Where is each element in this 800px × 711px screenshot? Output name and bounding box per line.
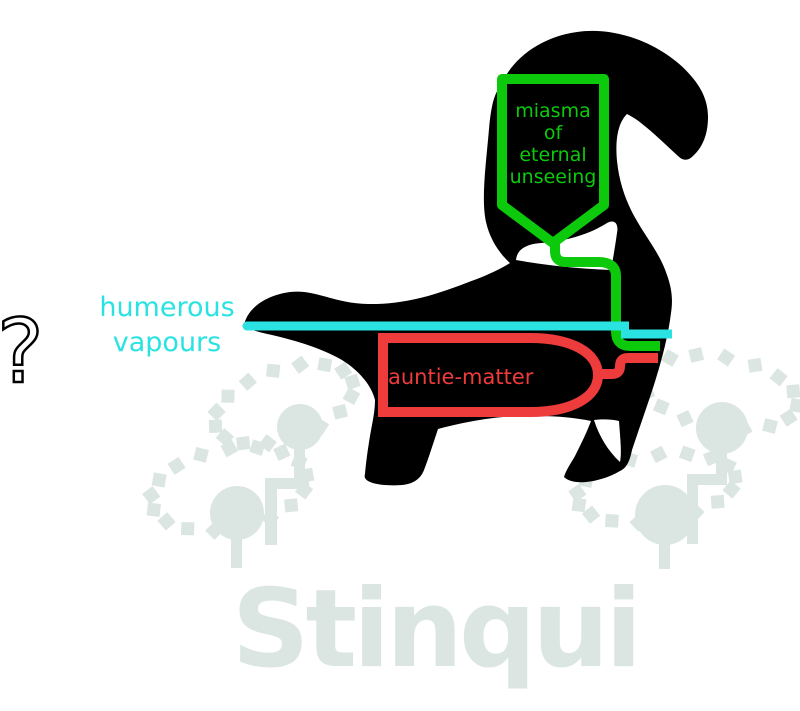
watermark-petal — [719, 457, 737, 475]
watermark-petal — [180, 521, 195, 536]
watermark-petal — [688, 347, 705, 363]
tail-annotation: miasma of eternal unseeing — [497, 74, 660, 351]
watermark-petal — [661, 349, 679, 367]
watermark-petal — [334, 361, 353, 380]
watermark-bloom — [210, 486, 264, 540]
watermark-petal — [342, 387, 361, 406]
watermark-petal — [260, 508, 280, 528]
shield-outline — [497, 74, 609, 248]
belly-annotation: auntie-matter — [378, 333, 658, 417]
watermark-petal — [789, 398, 800, 414]
watermark-petal — [710, 494, 725, 509]
watermark-flower — [142, 439, 315, 568]
watermark-petal — [702, 449, 720, 467]
watermark-petal — [676, 410, 694, 428]
watermark-petal — [779, 408, 798, 427]
tail-label-line-2: of — [544, 122, 564, 144]
watermark-petal — [604, 513, 619, 528]
watermark-petal — [266, 363, 281, 378]
watermark-petal — [652, 398, 670, 416]
spray-label-line-1: humerous — [99, 292, 234, 323]
watermark-petal — [571, 497, 587, 513]
watermark-stem — [265, 478, 309, 489]
watermark-petal — [722, 480, 741, 499]
watermark-petal — [151, 472, 167, 488]
watermark-petal — [762, 418, 778, 434]
spray-label-line-2: vapours — [113, 327, 221, 358]
tail-label-line-1: miasma — [515, 100, 590, 122]
tail-label-line-4: unseeing — [510, 166, 597, 188]
tail-label-line-3: eternal — [519, 144, 586, 166]
watermark-petal — [157, 512, 176, 531]
watermark-petal — [717, 348, 736, 367]
watermark-petal — [678, 445, 696, 463]
watermark-petal — [769, 368, 788, 387]
watermark-petal — [207, 402, 226, 422]
watermark-petal — [167, 456, 186, 475]
watermark-petal — [299, 467, 315, 483]
watermark-bloom — [277, 404, 323, 450]
watermark-stem — [687, 474, 727, 485]
spray-annotation: humerous vapours — [99, 292, 672, 358]
brand-wordmark: Stinqui — [232, 567, 639, 692]
tail-connector-line — [550, 244, 660, 351]
watermark-petal — [291, 355, 310, 374]
question-mark: ? — [0, 300, 44, 403]
watermark-petal — [332, 403, 348, 420]
watermark-bloom — [635, 485, 695, 545]
watermark-stem — [659, 541, 670, 569]
watermark-petal — [236, 436, 251, 451]
watermark-petal — [193, 446, 209, 463]
watermark-petal — [221, 389, 235, 403]
watermark-petal — [238, 372, 257, 391]
watermark-bloom — [696, 402, 748, 454]
watermark-petal — [142, 486, 161, 505]
belly-label: auntie-matter — [388, 365, 534, 389]
watermark-petal — [317, 357, 333, 373]
watermark-petal — [747, 357, 763, 373]
watermark-petal — [581, 505, 601, 524]
watermark-flower — [207, 355, 361, 545]
watermark-petal — [649, 445, 668, 464]
watermark-petal — [220, 439, 239, 458]
watermark-stem — [716, 450, 727, 478]
belly-connector-line — [599, 353, 658, 379]
watermark-petal — [344, 373, 361, 390]
watermark-stem — [231, 536, 242, 568]
watermark-petal — [273, 443, 291, 461]
watermark-petal — [284, 498, 299, 513]
watermark-petal — [208, 419, 223, 433]
watermark-petal — [294, 481, 314, 500]
watermark-petal — [146, 502, 161, 517]
watermark-petal — [568, 483, 587, 502]
watermark-petal — [249, 439, 266, 456]
watermark-petal — [786, 384, 800, 399]
belly-chamber-outline — [378, 333, 604, 417]
watermark-petal — [290, 453, 308, 471]
